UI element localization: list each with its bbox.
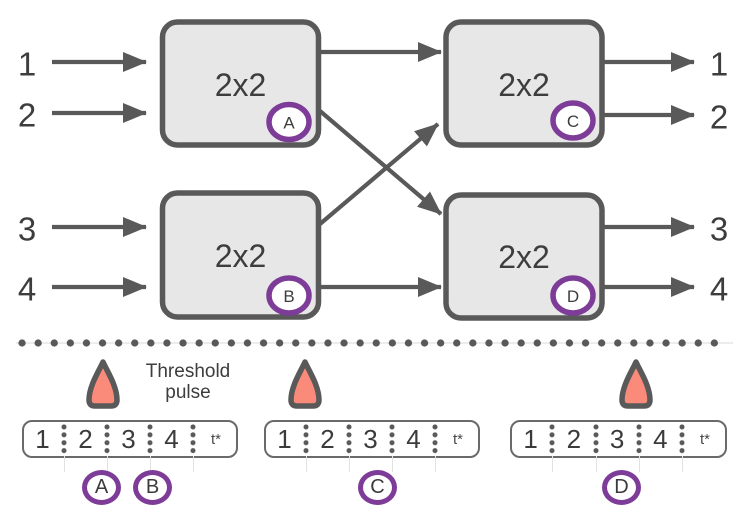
switch-c-circle [550,100,596,141]
switch-b-circle [266,275,312,316]
slot-separator [389,422,395,472]
switch-network-diagram: 2x2 2x2 2x2 2x2 1 2 3 4 1 2 3 4 A C [16,19,733,347]
switch-b-label: 2x2 [215,238,267,274]
slot-separator [432,422,438,472]
slot-tstar: t* [699,430,710,448]
slot-1: 1 [35,423,50,454]
panel-circle-a: A [82,470,121,505]
threshold-pulse-icon-2 [288,359,322,409]
slot-separator [549,422,556,472]
switch-a-id: A [283,114,295,133]
slot-separator [303,422,309,472]
panel-circle-c: C [358,470,397,505]
switch-d-label: 2x2 [498,239,550,275]
slot-3: 3 [121,423,136,454]
switch-a-label: 2x2 [215,67,267,103]
slot-1: 1 [277,423,292,454]
link-b-to-c [318,122,440,226]
switch-d-circle [550,275,596,316]
switch-c-id: C [567,112,579,131]
slot-3: 3 [363,423,378,454]
switch-a-circle [266,101,312,143]
slot-separator [679,422,685,472]
slot-separator [346,422,352,472]
slot-1: 1 [523,423,538,454]
switch-b-id: B [283,287,294,306]
input-label-1: 1 [18,46,36,83]
panel-circle-d: D [602,470,641,505]
input-label-2: 2 [18,97,36,134]
switch-c-label: 2x2 [498,67,550,103]
link-a-to-d [318,109,443,216]
time-slot-panel-d: 1 2 3 4 t* [510,420,727,472]
input-label-3: 3 [18,211,36,248]
output-label-2: 2 [710,99,728,136]
slot-tstar: t* [452,430,463,448]
slot-separator [104,422,110,472]
slot-4: 4 [406,423,421,454]
slot-separator [190,422,196,472]
time-slot-panel-ab: 1 2 3 4 t* [22,420,238,472]
input-label-4: 4 [18,271,36,308]
threshold-pulse-icon-3 [619,359,653,409]
panel-circle-b: B [133,470,172,505]
slot-2: 2 [566,423,582,454]
slot-separator [61,422,67,472]
slot-separator [592,422,599,472]
slot-2: 2 [78,423,93,454]
time-slot-panel-c: 1 2 3 4 t* [264,420,480,472]
slot-3: 3 [609,423,625,454]
output-label-1: 1 [710,46,728,83]
threshold-pulse-icon-1 [86,359,120,409]
slot-separator [147,422,153,472]
switch-d-id: D [567,287,579,306]
slot-2: 2 [320,423,335,454]
output-label-4: 4 [710,271,728,308]
threshold-pulse-label: Threshold pulse [133,361,243,403]
threshold-label-line1: Threshold [145,361,231,382]
slot-tstar: t* [210,430,221,448]
slot-4: 4 [164,423,179,454]
slot-separator [635,422,642,472]
output-label-3: 3 [710,211,728,248]
threshold-label-line2: pulse [165,382,211,403]
slot-4: 4 [653,423,668,454]
